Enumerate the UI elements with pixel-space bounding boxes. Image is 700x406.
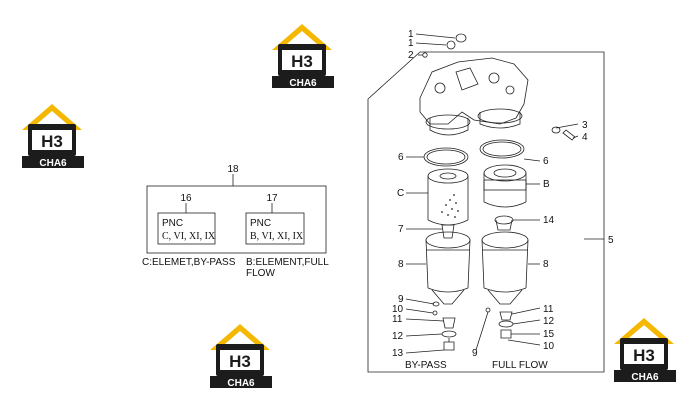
logo-mark: H3 — [291, 52, 313, 71]
washer-part-3 — [551, 126, 561, 134]
caption-bypass-element: C:ELEMET,BY-PASS — [142, 257, 236, 268]
pnc-codes-17: B, VI, XI, IX — [250, 231, 304, 242]
logo-word: CHA6 — [39, 158, 67, 169]
element-b — [483, 164, 527, 208]
washer-part-12-left — [441, 330, 457, 338]
callout-1b: 1 — [408, 38, 414, 49]
brand-logo: H3 CHA6 — [210, 324, 272, 389]
callout-10-left: 10 — [392, 304, 404, 315]
gasket-right — [479, 139, 525, 159]
callout-15: 15 — [543, 329, 555, 340]
table-ref-18: 18 — [227, 164, 239, 175]
reference-table — [146, 174, 327, 254]
brand-logo: H3 CHA6 — [22, 104, 84, 169]
canister-left — [425, 231, 471, 305]
callout-14: 14 — [543, 215, 555, 226]
logo-word: CHA6 — [289, 78, 317, 89]
pin-part-2 — [422, 52, 428, 58]
spring-part-7 — [441, 224, 455, 239]
brand-logo: H3 CHA6 — [272, 24, 334, 89]
pnc-box-16 — [157, 212, 216, 245]
callout-9-left: 9 — [398, 294, 404, 305]
screw-part-4 — [562, 129, 576, 141]
table-ref-17: 17 — [266, 193, 278, 204]
brand-logo: H3 CHA6 — [614, 318, 676, 383]
fitting-part-11-right — [499, 311, 513, 321]
logo-word: CHA6 — [631, 372, 659, 383]
caption-fullflow-element: B:ELEMENT,FULL — [246, 257, 329, 268]
callout-11-left: 11 — [392, 314, 403, 325]
callout-3: 3 — [582, 120, 588, 131]
callout-6-left: 6 — [398, 152, 404, 163]
pnc-label-17: PNC — [250, 218, 271, 229]
washer-part-1 — [446, 40, 456, 50]
plug-part-1 — [455, 33, 467, 43]
callout-6-right: 6 — [543, 156, 549, 167]
pnc-codes-16: C, VI, XI, IX — [162, 231, 216, 242]
pnc-box-17 — [245, 212, 305, 245]
canister-right — [481, 231, 529, 305]
fitting-part-11-left — [442, 317, 456, 329]
bolt-part-13 — [443, 341, 455, 351]
pnc-label-16: PNC — [162, 218, 183, 229]
callout-2: 2 — [408, 50, 414, 61]
logo-mark: H3 — [229, 352, 251, 371]
callout-10-right: 10 — [543, 341, 555, 352]
gasket-left — [423, 147, 469, 167]
label-bypass: BY-PASS — [405, 360, 447, 371]
exploded-view — [367, 33, 605, 373]
washer-part-10-left — [432, 310, 438, 316]
callout-5: 5 — [608, 235, 614, 246]
valve-part-14 — [494, 215, 514, 225]
callout-b: B — [543, 179, 550, 190]
callout-7: 7 — [398, 224, 404, 235]
plug-part-9-right — [485, 307, 491, 313]
label-full-flow: FULL FLOW — [492, 360, 548, 371]
filter-head — [419, 57, 529, 136]
callout-12-left: 12 — [392, 331, 404, 342]
element-c — [427, 168, 469, 226]
callout-1a: 1 — [408, 29, 414, 40]
logo-mark: H3 — [41, 132, 63, 151]
callout-9-bottom: 9 — [472, 348, 478, 359]
washer-part-12-right — [498, 320, 514, 328]
assembly-outline — [367, 51, 605, 373]
callout-c: C — [397, 188, 404, 199]
callout-13: 13 — [392, 348, 404, 359]
logo-mark: H3 — [633, 346, 655, 365]
callout-12-right: 12 — [543, 316, 555, 327]
callout-8-right: 8 — [543, 259, 549, 270]
table-frame — [146, 185, 327, 254]
callout-8-left: 8 — [398, 259, 404, 270]
table-ref-16: 16 — [180, 193, 192, 204]
element-c-dots — [441, 194, 459, 218]
bolt-part-15 — [500, 329, 512, 339]
caption-fullflow-element-2: FLOW — [246, 268, 275, 279]
logo-word: CHA6 — [227, 378, 255, 389]
callout-4: 4 — [582, 132, 588, 143]
callout-11-right: 11 — [543, 304, 554, 315]
